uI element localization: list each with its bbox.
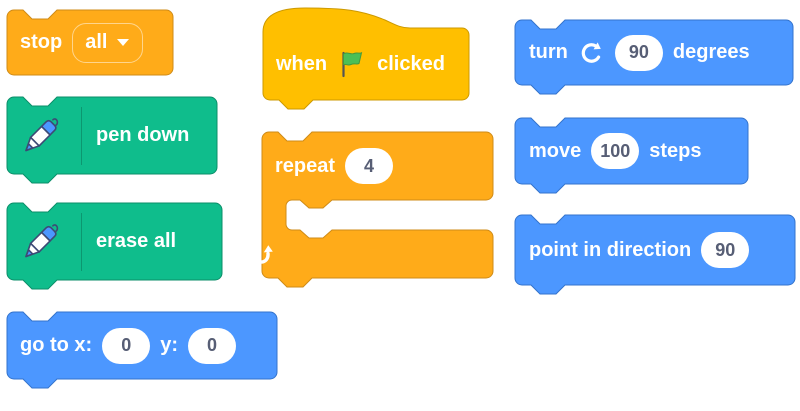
- repeat-label: repeat: [275, 154, 336, 177]
- degrees-input[interactable]: 90: [614, 34, 663, 71]
- turn-label: turn: [529, 41, 568, 63]
- rotate-clockwise-icon: [581, 41, 601, 63]
- stop-option-dropdown[interactable]: all: [72, 22, 144, 63]
- direction-input[interactable]: 90: [701, 232, 750, 268]
- x-input[interactable]: 0: [102, 327, 151, 364]
- steps-input[interactable]: 100: [591, 133, 640, 169]
- y-label: y:: [160, 334, 179, 356]
- dropdown-caret-icon: [117, 39, 130, 46]
- when-label: when: [276, 52, 328, 75]
- point-in-direction-label: point in direction: [529, 238, 692, 261]
- extension-divider: [81, 212, 82, 271]
- pen-icon: [25, 117, 59, 151]
- repeat-count-input[interactable]: 4: [345, 148, 394, 184]
- extension-divider: [81, 106, 82, 165]
- steps-label: steps: [649, 139, 702, 162]
- green-flag-icon: [342, 51, 363, 78]
- loop-arrow-icon: [250, 245, 273, 264]
- degrees-label: degrees: [672, 41, 750, 63]
- pen-down-label: pen down: [96, 124, 190, 146]
- move-label: move: [529, 139, 582, 162]
- stop-option-value: all: [85, 31, 108, 53]
- go-to-label: go to x:: [20, 334, 93, 356]
- pen-icon: [25, 223, 59, 257]
- y-input[interactable]: 0: [188, 327, 237, 364]
- stop-label: stop: [20, 31, 63, 53]
- erase-all-label: erase all: [96, 230, 177, 252]
- clicked-label: clicked: [377, 52, 445, 75]
